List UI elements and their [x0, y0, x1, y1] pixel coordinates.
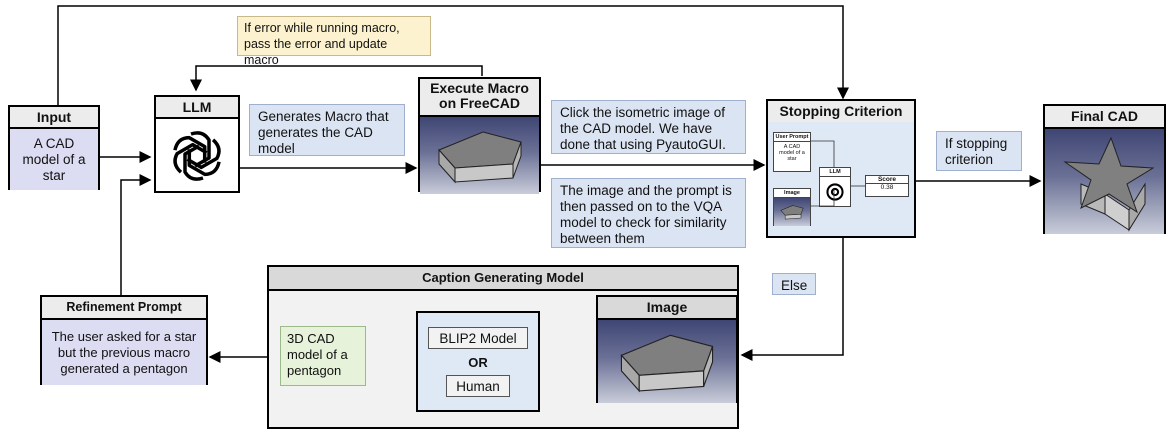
vqa-note: The image and the prompt is then passed … [551, 178, 746, 248]
input-title: Input [10, 107, 98, 129]
final-cad-node: Final CAD [1043, 104, 1166, 234]
caption-image-title: Image [598, 297, 736, 320]
caption-model-box: BLIP2 Model OR Human [416, 311, 540, 412]
mini-score-label: Score [866, 176, 908, 184]
if-stopping-note: If stopping criterion [936, 131, 1022, 171]
final-cad-title: Final CAD [1045, 106, 1164, 129]
mini-score-value: 0.38 [880, 184, 894, 191]
refinement-title: Refinement Prompt [42, 297, 206, 320]
mini-score: Score 0.38 [865, 175, 909, 197]
mini-user-prompt: User Prompt A CAD model of a star [773, 132, 811, 172]
error-feedback-line [190, 65, 483, 92]
mini-llm-label: LLM [820, 168, 850, 177]
mini-image-label: Image [774, 189, 810, 198]
mini-connectors [811, 140, 865, 207]
refinement-to-llm-line [120, 174, 152, 295]
else-note: Else [772, 273, 816, 295]
caption-output-note: 3D CAD model of a pentagon [280, 326, 366, 386]
else-line [740, 238, 844, 361]
input-to-stopping-line [57, 5, 849, 105]
input-node: Input A CAD model of a star [8, 105, 100, 190]
caption-title: Caption Generating Model [269, 267, 737, 291]
mini-llm: LLM [819, 167, 851, 207]
star-prism-icon [1062, 136, 1155, 232]
blip2-model-label: BLIP2 Model [428, 327, 528, 349]
input-text: A CAD model of a star [10, 129, 98, 190]
error-note: If error while running macro, pass the e… [237, 16, 431, 67]
mini-openai-logo-icon [826, 183, 844, 201]
caption-image-node: Image [596, 295, 738, 403]
openai-logo-icon [173, 131, 221, 181]
human-label: Human [446, 375, 510, 397]
mini-user-prompt-text: A CAD model of a star [779, 144, 805, 162]
llm-title: LLM [156, 97, 238, 119]
refinement-text: The user asked for a star but the previo… [42, 320, 206, 385]
click-note: Click the isometric image of the CAD mod… [551, 100, 746, 154]
pentagon-prism-icon [437, 130, 522, 183]
or-label: OR [468, 355, 488, 370]
llm-node: LLM [154, 95, 240, 193]
refinement-node: Refinement Prompt The user asked for a s… [40, 295, 208, 385]
generates-note: Generates Macro that generates the CAD m… [249, 104, 405, 156]
execute-title: Execute Macro on FreeCAD [420, 79, 539, 117]
mini-image: Image [773, 188, 811, 226]
caption-pentagon-icon [620, 334, 714, 392]
mini-user-prompt-label: User Prompt [774, 134, 810, 142]
mini-pentagon-icon [780, 205, 804, 220]
stopping-node: Stopping Criterion User Prompt A CAD mod… [766, 99, 916, 238]
execute-node: Execute Macro on FreeCAD [418, 77, 541, 194]
